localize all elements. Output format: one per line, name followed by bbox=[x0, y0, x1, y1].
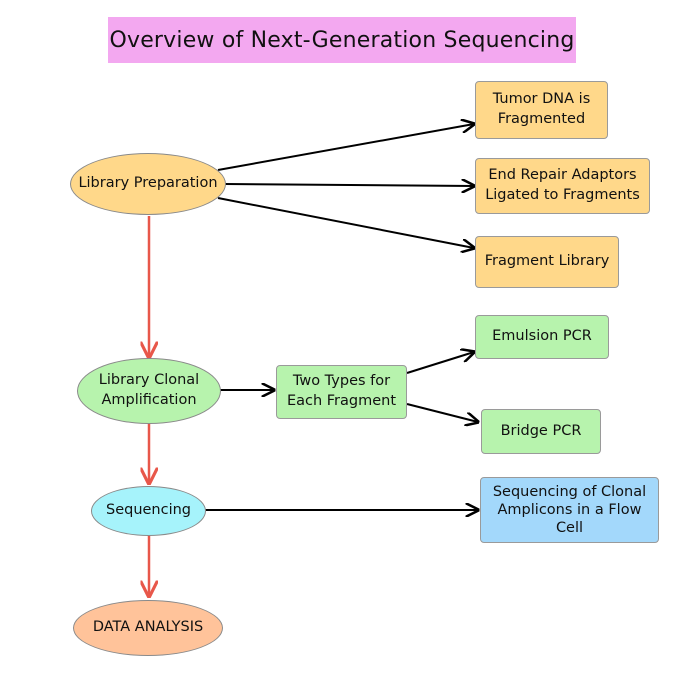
node-end-repair-adaptors: End Repair Adaptors Ligated to Fragments bbox=[475, 158, 650, 214]
node-fragment-library: Fragment Library bbox=[475, 236, 619, 288]
node-data-analysis: DATA ANALYSIS bbox=[73, 600, 223, 656]
node-library-clonal-amplification: Library Clonal Amplification bbox=[77, 358, 221, 424]
node-sequencing: Sequencing bbox=[91, 486, 206, 536]
arrow-prep-to-fragment-library bbox=[217, 197, 474, 248]
arrow-prep-to-tumor-dna bbox=[217, 124, 474, 171]
arrow-prep-to-end-repair bbox=[224, 184, 474, 186]
node-library-preparation: Library Preparation bbox=[70, 153, 226, 215]
node-bridge-pcr: Bridge PCR bbox=[481, 409, 601, 454]
node-sequencing-clonal-amplicons: Sequencing of Clonal Amplicons in a Flow… bbox=[480, 477, 659, 543]
arrow-two-types-to-bridge bbox=[406, 403, 478, 422]
node-two-types: Two Types for Each Fragment bbox=[276, 365, 407, 419]
page-title: Overview of Next-Generation Sequencing bbox=[108, 17, 576, 63]
node-tumor-dna-fragmented: Tumor DNA is Fragmented bbox=[475, 81, 608, 139]
node-emulsion-pcr: Emulsion PCR bbox=[475, 315, 609, 359]
arrow-two-types-to-emulsion bbox=[406, 352, 474, 374]
